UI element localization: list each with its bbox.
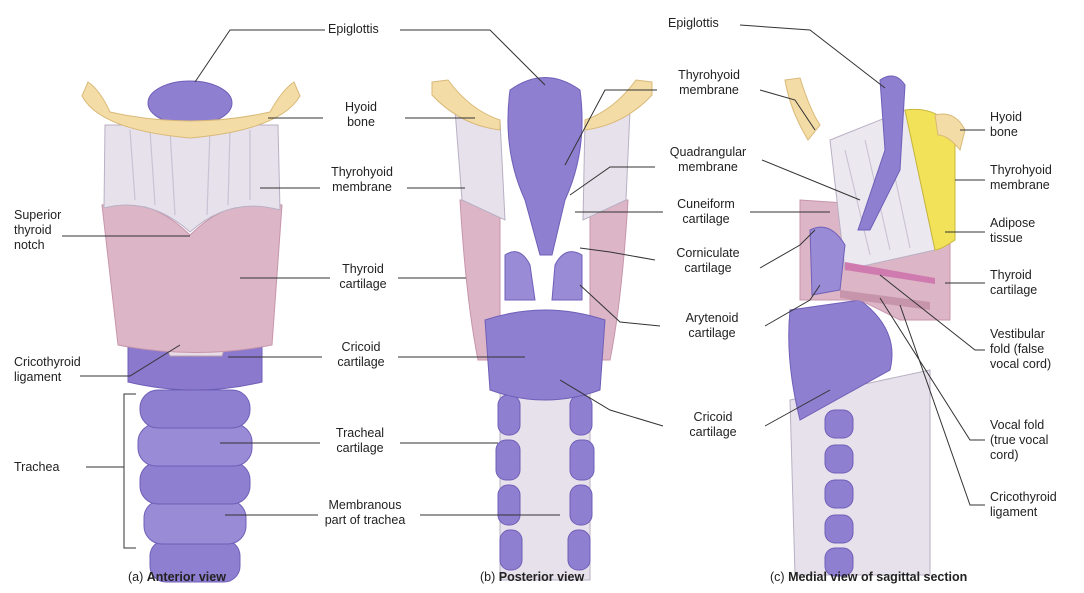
label-cricoid-cartilage-anterior: Cricoid cartilage <box>322 340 400 370</box>
label-cricoid-cartilage-posterior: Cricoid cartilage <box>663 410 763 440</box>
label-thyroid-cartilage-sagittal: Thyroid cartilage <box>990 268 1037 298</box>
label-trachea: Trachea <box>14 460 59 475</box>
sagittal-arytenoid <box>810 227 845 295</box>
label-hyoid-bone-anterior: Hyoid bone <box>322 100 400 130</box>
label-quadrangular-membrane: Quadrangular membrane <box>652 145 764 175</box>
anterior-epiglottis <box>148 81 232 125</box>
sagittal-view-drawing <box>785 76 965 576</box>
label-hyoid-bone-sagittal: Hyoid bone <box>990 110 1022 140</box>
label-vestibular-fold: Vestibular fold (false vocal cord) <box>990 327 1051 372</box>
caption-sagittal-view: (c) Medial view of sagittal section <box>770 570 967 584</box>
label-cricothyroid-ligament-anterior: Cricothyroid ligament <box>14 355 81 385</box>
caption-sagittal-title: Medial view of sagittal section <box>788 570 967 584</box>
label-tracheal-cartilage: Tracheal cartilage <box>320 426 400 456</box>
caption-anterior-title: Anterior view <box>147 570 226 584</box>
posterior-arytenoids <box>505 252 535 300</box>
posterior-cricoid <box>485 310 605 400</box>
label-thyrohyoid-membrane-sagittal: Thyrohyoid membrane <box>990 163 1052 193</box>
label-adipose-tissue: Adipose tissue <box>990 216 1035 246</box>
caption-anterior-prefix: (a) <box>128 570 147 584</box>
caption-posterior-view: (b) Posterior view <box>480 570 584 584</box>
anterior-view-drawing <box>82 81 300 582</box>
caption-sagittal-prefix: (c) <box>770 570 788 584</box>
posterior-view-drawing <box>432 78 652 581</box>
caption-anterior-view: (a) Anterior view <box>128 570 226 584</box>
label-thyrohyoid-membrane-anterior: Thyrohyoid membrane <box>316 165 408 195</box>
sagittal-hyoid-bone <box>785 78 820 140</box>
caption-posterior-title: Posterior view <box>499 570 584 584</box>
label-cricothyroid-ligament-sagittal: Cricothyroid ligament <box>990 490 1057 520</box>
label-cuneiform-cartilage: Cuneiform cartilage <box>663 197 749 227</box>
label-vocal-fold: Vocal fold (true vocal cord) <box>990 418 1048 463</box>
label-corniculate-cartilage: Corniculate cartilage <box>656 246 760 276</box>
label-thyrohyoid-membrane-posterior: Thyrohyoid membrane <box>656 68 762 98</box>
caption-posterior-prefix: (b) <box>480 570 499 584</box>
label-arytenoid-cartilage: Arytenoid cartilage <box>660 311 764 341</box>
label-epiglottis-sagittal: Epiglottis <box>668 16 719 31</box>
anterior-tracheal-rings <box>138 390 252 582</box>
label-epiglottis-anterior: Epiglottis <box>328 22 379 37</box>
label-thyroid-cartilage-anterior: Thyroid cartilage <box>326 262 400 292</box>
label-membranous-part-of-trachea: Membranous part of trachea <box>313 498 417 528</box>
posterior-epiglottis <box>508 78 582 256</box>
label-superior-thyroid-notch: Superior thyroid notch <box>14 208 61 253</box>
